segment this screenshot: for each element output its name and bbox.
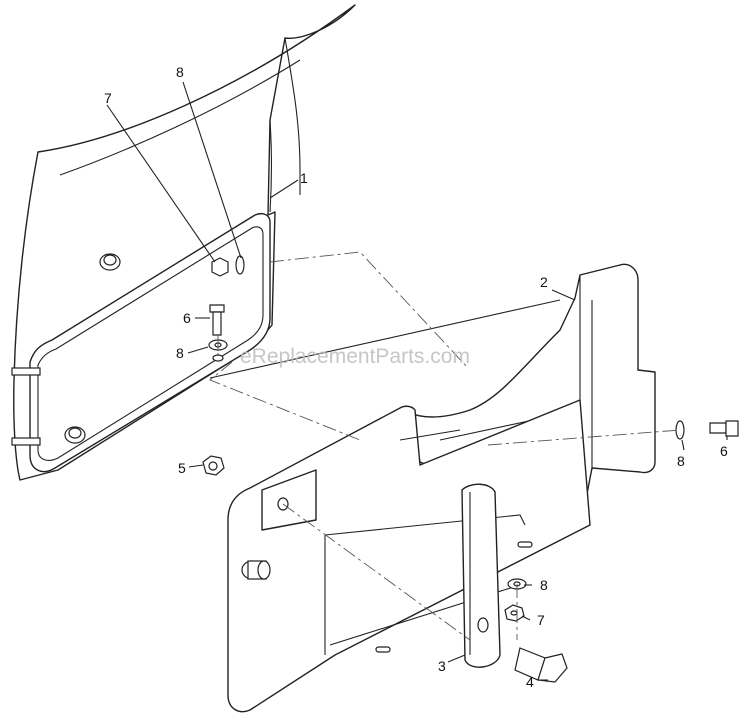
callout-2: 2: [540, 274, 548, 290]
callout-6-right: 6: [720, 443, 728, 459]
assembly-center-lines: [209, 251, 681, 641]
weld-nut-upper: [99, 253, 121, 271]
callout-5: 5: [178, 460, 186, 476]
callout-3: 3: [438, 658, 446, 674]
callout-4: 4: [526, 674, 534, 690]
nut-7-upper: [211, 257, 229, 277]
callout-8-left: 8: [176, 345, 184, 361]
nut-5: [202, 455, 225, 476]
callout-7-lower: 7: [537, 612, 545, 628]
stud-lower: [11, 437, 41, 446]
callout-7-upper: 7: [104, 90, 112, 106]
bolt-6-left: [209, 304, 225, 336]
washer-8-right: [675, 420, 685, 440]
callout-6-left: 6: [183, 310, 191, 326]
stud-upper: [11, 367, 41, 376]
bolt-4: [514, 647, 568, 683]
callout-8-lower: 8: [540, 577, 548, 593]
slot-upper: [517, 541, 533, 548]
link-3: [461, 483, 501, 668]
callout-8-upper: 8: [176, 64, 184, 80]
leader-lines: [106, 81, 728, 681]
part-1-shroud: [11, 4, 356, 481]
slot-lower: [375, 646, 391, 653]
callout-1: 1: [300, 170, 308, 186]
weld-nut-lower: [64, 426, 86, 444]
washer-8-upper: [235, 255, 245, 275]
base-plate: [227, 399, 591, 713]
callout-8-right: 8: [677, 453, 685, 469]
watermark: eReplacementParts.com: [240, 345, 470, 368]
bolt-6-right: [709, 420, 739, 437]
plate-pin: [241, 560, 271, 580]
nut-7-lower: [504, 604, 525, 622]
